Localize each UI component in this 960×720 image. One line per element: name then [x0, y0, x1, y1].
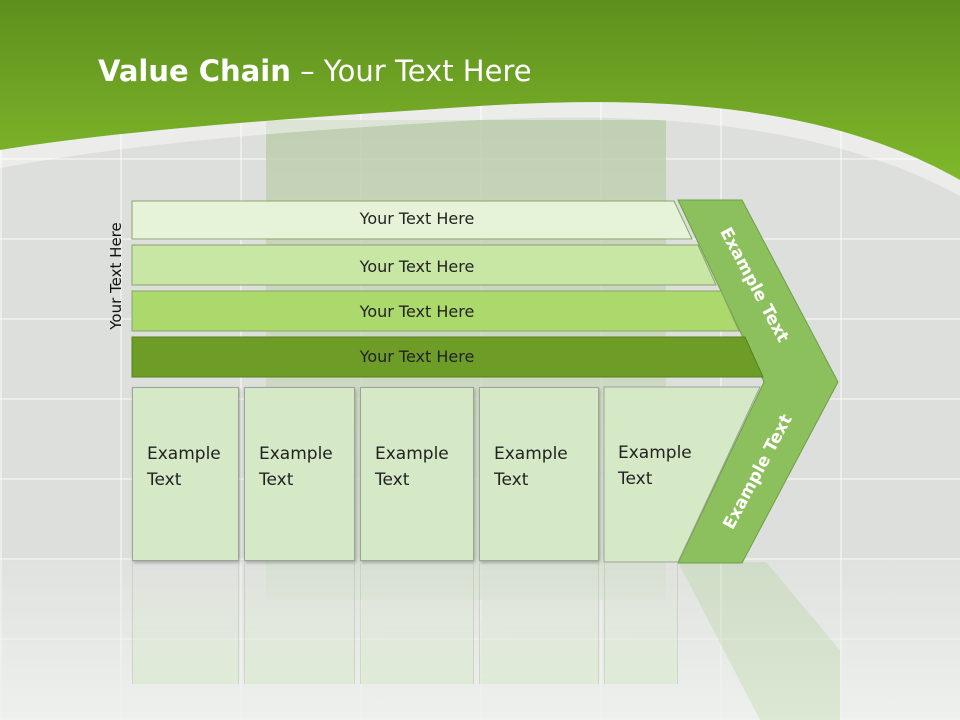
bar-2-label: Your Text Here: [359, 257, 475, 276]
box-5-line2: Text: [618, 469, 653, 489]
box-4-reflection: [479, 564, 599, 684]
box-4-line2: Text: [494, 470, 529, 490]
box-3-reflection: [360, 564, 474, 684]
bar-3-shape: [131, 290, 740, 332]
bar-3-label: Your Text Here: [359, 302, 475, 321]
chevron-arrow: [677, 199, 839, 564]
box-1-reflection: [132, 564, 239, 684]
bar-1-label: Your Text Here: [359, 209, 475, 228]
bar-1-shape: [131, 200, 693, 240]
box-2-line1: Example: [259, 444, 333, 464]
box-1-line2: Text: [147, 470, 182, 490]
box-3-line2: Text: [375, 470, 410, 490]
box-3-line1: Example: [375, 444, 449, 464]
box-4-line1: Example: [494, 444, 568, 464]
bar-4-label: Your Text Here: [359, 347, 475, 366]
slide-title: Value Chain – Your Text Here: [98, 54, 532, 88]
box-1-line1: Example: [147, 444, 221, 464]
box-2-line2: Text: [259, 470, 294, 490]
chevron-reflection: [678, 562, 840, 720]
bar-4-shape: [131, 336, 764, 378]
box-2-reflection: [244, 564, 355, 684]
bar-2-shape: [131, 244, 717, 286]
box-5-shape: [603, 386, 761, 563]
box-5-reflection: [604, 564, 678, 684]
box-5-line1: Example: [618, 443, 692, 463]
